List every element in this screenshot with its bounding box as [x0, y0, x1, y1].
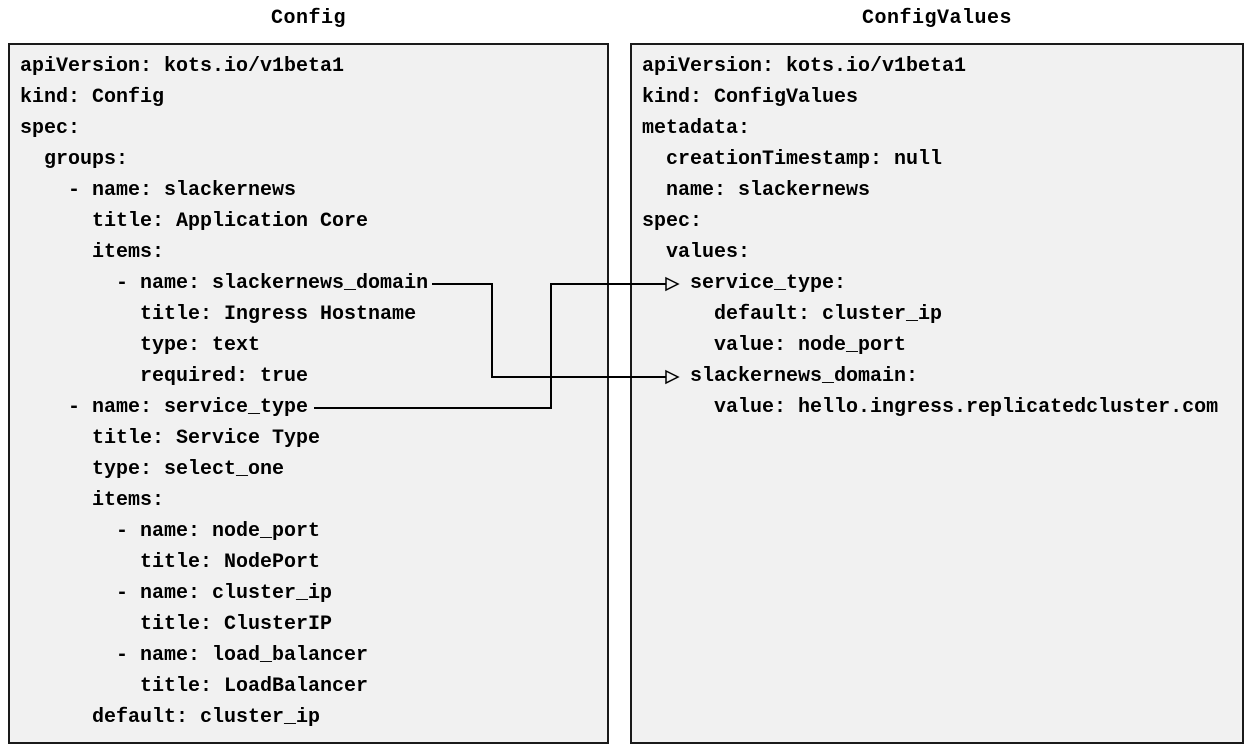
configvalues-yaml-panel: apiVersion: kots.io/v1beta1 kind: Config… — [630, 43, 1244, 744]
config-yaml-code: apiVersion: kots.io/v1beta1 kind: Config… — [20, 55, 429, 729]
config-yaml-panel: apiVersion: kots.io/v1beta1 kind: Config… — [8, 43, 609, 744]
configvalues-yaml-code: apiVersion: kots.io/v1beta1 kind: Config… — [642, 55, 1219, 419]
configvalues-panel-title: ConfigValues — [861, 7, 1013, 30]
config-panel-title: Config — [270, 7, 346, 30]
